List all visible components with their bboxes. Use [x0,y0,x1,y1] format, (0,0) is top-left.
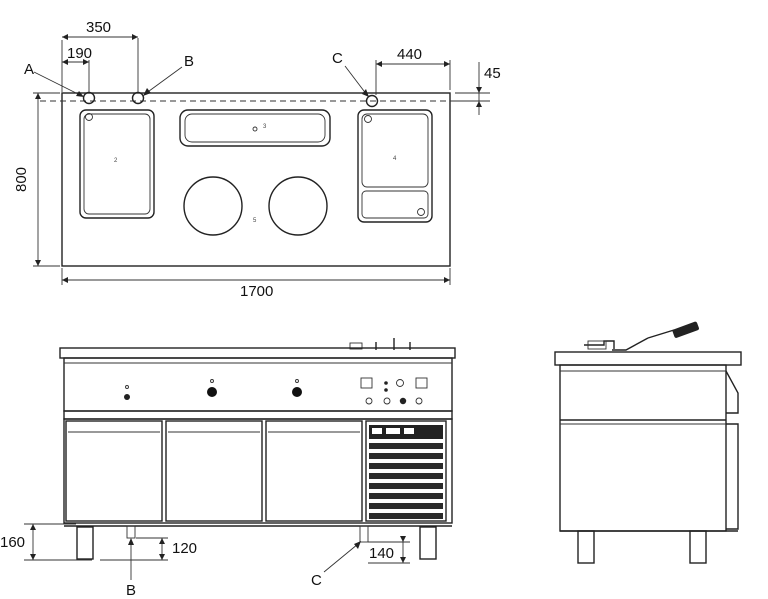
indicator-lamp-icon [396,379,404,387]
marker-b-top: B [143,53,194,96]
tray-drain-icon [252,126,258,132]
svg-text:120: 120 [172,540,197,557]
tray-number: 3 [263,124,267,130]
dim-140: 140 [368,536,410,564]
svg-text:45: 45 [484,65,501,82]
front-control-panel [63,357,453,412]
svg-text:1700: 1700 [240,283,273,300]
basket-icon [587,340,607,350]
svg-text:B: B [184,53,194,70]
tray-centre: 3 [179,109,331,147]
svg-text:A: A [24,61,34,78]
foot-1 [76,526,94,560]
side-foot-1 [577,530,595,564]
switch-4-icon[interactable] [415,397,423,405]
drain-icon [85,113,93,121]
front-view: 160 120 140 B C [0,338,456,599]
marker-a: A [24,61,84,97]
side-view [554,321,742,564]
fryer-drain-icon [364,115,372,123]
dim-800: 800 [13,92,60,267]
side-foot-2 [689,530,707,564]
svg-text:160: 160 [0,534,25,551]
dim-440: 440 [375,46,451,95]
door-1[interactable] [65,420,163,522]
control-cluster [360,377,428,405]
dim-120: 120 [100,537,197,561]
well-right-number: 4 [393,156,397,162]
knob-2-icon[interactable] [207,387,217,397]
svg-text:190: 190 [67,45,92,62]
doors [65,420,363,522]
dim-350: 350 [61,19,139,92]
switch-2-icon[interactable] [383,397,391,405]
well-right: 4 [357,109,433,223]
hob-number: 5 [253,218,257,224]
connection-b-icon [131,91,145,105]
dim-45: 45 [455,62,501,115]
dim-160: 160 [0,523,92,561]
svg-text:B: B [126,582,136,599]
svg-text:C: C [311,572,322,589]
knob-1-icon[interactable] [124,394,130,400]
svg-text:800: 800 [13,167,30,192]
dim-190: 190 [62,45,92,92]
vent-grille [365,420,447,522]
plan-view: 2 3 5 4 [13,19,501,300]
knob-3-icon[interactable] [292,387,302,397]
hob-plate-left [183,176,243,236]
well-left: 2 [79,109,155,219]
svg-text:140: 140 [369,545,394,562]
svg-text:C: C [332,50,343,67]
connection-c-icon [365,94,379,108]
marker-c-top: C [332,50,369,97]
well-left-number: 2 [114,158,118,164]
front-worktop [59,347,456,359]
svg-text:350: 350 [86,19,111,36]
front-band [63,410,453,420]
switch-3-icon[interactable] [399,397,407,405]
front-cabinet [63,418,453,524]
side-body [559,364,727,532]
dim-1700: 1700 [61,268,451,300]
svg-text:440: 440 [397,46,422,63]
basket-handle [672,321,699,338]
foot-2 [419,526,437,560]
door-3[interactable] [265,420,363,522]
hob-plates: 5 [183,176,328,236]
side-worktop [554,351,742,366]
fitting-1 [349,342,363,350]
counter-outline [61,92,451,267]
hob-plate-right [268,176,328,236]
switch-1-icon[interactable] [365,397,373,405]
marker-c-bottom: C [311,541,361,589]
connection-a-icon [82,91,96,105]
door-2[interactable] [165,420,263,522]
marker-b-bottom: B [126,538,136,599]
